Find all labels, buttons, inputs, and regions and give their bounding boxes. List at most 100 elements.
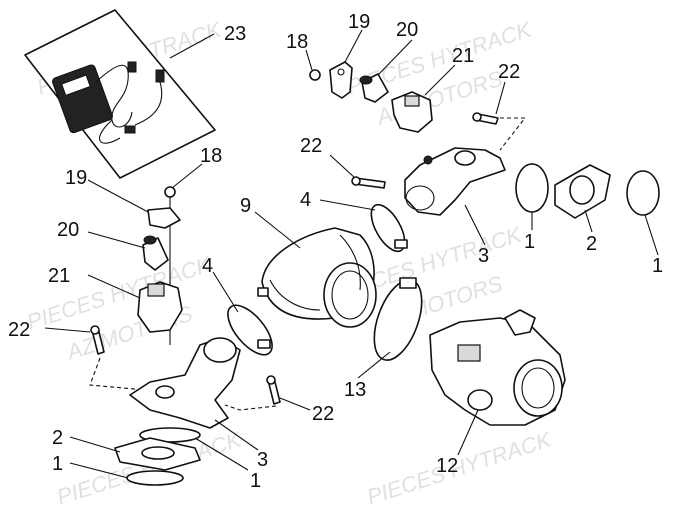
leader-line <box>44 327 91 333</box>
kit-connector <box>127 61 137 73</box>
callout-3: 3 <box>257 449 268 471</box>
callout-9: 9 <box>240 195 251 217</box>
callout-23: 23 <box>224 23 246 45</box>
leader-line <box>464 204 486 246</box>
boot-rib <box>339 234 361 291</box>
callout-21: 21 <box>48 265 70 287</box>
intake-manifold-3 <box>129 337 281 429</box>
diagnostic-module-kit <box>24 9 216 179</box>
callout-20: 20 <box>57 219 79 241</box>
callout-12: 12 <box>436 455 458 477</box>
kit-cable <box>99 119 121 144</box>
kit-cable <box>134 81 163 126</box>
callout-1: 1 <box>652 255 663 277</box>
callout-3: 3 <box>478 245 489 267</box>
leader-line <box>644 214 659 256</box>
manifold-boss <box>423 155 433 165</box>
watermark-text: PIECES HYTRACK <box>364 426 556 509</box>
boot-rib <box>269 279 321 311</box>
manifold-opening <box>203 337 237 363</box>
leader-line <box>87 274 141 299</box>
idle-valve <box>467 389 493 411</box>
leader-line <box>212 271 239 313</box>
leader-line <box>279 397 311 411</box>
leader-line <box>377 39 413 76</box>
injector-connector <box>147 283 165 297</box>
screw-18 <box>164 186 176 198</box>
callout-2: 2 <box>586 233 597 255</box>
leader-line <box>87 179 149 213</box>
leader-line <box>169 33 215 59</box>
callout-22: 22 <box>300 135 322 157</box>
leader-line <box>319 199 376 211</box>
throttle-body-12 <box>429 309 566 426</box>
hose-clamp-13 <box>373 277 423 361</box>
callout-21: 21 <box>452 45 474 67</box>
manifold-port <box>155 385 175 399</box>
upper-injector-cluster <box>309 61 527 216</box>
callout-numbers: 23 19 20 18 21 22 22 4 9 1 2 1 3 19 18 2… <box>8 11 663 492</box>
callout-4: 4 <box>300 189 311 211</box>
screw-18 <box>309 69 321 81</box>
callout-4: 4 <box>202 255 213 277</box>
clamp-screw <box>394 239 408 249</box>
callout-22: 22 <box>312 403 334 425</box>
kit-connector <box>155 69 165 83</box>
assembly-line <box>224 404 277 411</box>
injector-connector <box>404 95 420 107</box>
hose-clamp-4 <box>227 304 273 356</box>
right-seals <box>515 163 660 219</box>
callout-18: 18 <box>286 31 308 53</box>
leader-line <box>254 211 301 249</box>
assembly-line <box>89 357 146 391</box>
leader-line <box>424 64 456 96</box>
leader-line <box>69 436 121 453</box>
bolt-head <box>266 375 276 385</box>
manifold-opening <box>405 185 435 211</box>
callout-19: 19 <box>348 11 370 33</box>
boot-outlet-inner <box>331 270 369 320</box>
lower-injector-cluster <box>89 186 183 391</box>
leader-line <box>357 351 391 379</box>
o-ring-1 <box>626 170 660 216</box>
throttle-bore-inner <box>521 367 555 409</box>
cap-top <box>143 235 157 245</box>
bolt-head <box>90 325 100 335</box>
bolt-head <box>351 176 361 186</box>
clamp-screw <box>257 339 271 349</box>
leader-line <box>584 209 593 233</box>
hose-clamp-4 <box>370 203 408 253</box>
bracket-hole <box>337 68 345 76</box>
gasket-hole <box>141 446 175 460</box>
callout-2: 2 <box>52 427 63 449</box>
assembly-line <box>499 117 527 151</box>
callout-13: 13 <box>344 379 366 401</box>
leader-line <box>344 29 363 63</box>
leader-lines <box>44 29 659 479</box>
leader-line <box>214 419 259 451</box>
leader-line <box>457 409 479 456</box>
callout-1: 1 <box>524 231 535 253</box>
intake-boot-9 <box>257 227 377 328</box>
callout-1: 1 <box>52 453 63 475</box>
callout-19: 19 <box>65 167 87 189</box>
leader-line <box>495 81 506 115</box>
diagnostic-display <box>61 74 91 96</box>
bracket-19 <box>147 207 181 229</box>
cap-top <box>359 75 373 85</box>
o-ring-1 <box>126 470 184 486</box>
bolt-head <box>472 112 482 122</box>
leader-line <box>87 231 146 249</box>
kit-connector <box>124 125 136 134</box>
callout-22: 22 <box>498 61 520 83</box>
gasket-hole <box>569 175 595 205</box>
leader-line <box>305 49 313 71</box>
callout-22: 22 <box>8 319 30 341</box>
kit-frame <box>24 9 216 179</box>
o-ring-1 <box>515 163 549 213</box>
clamp-screw <box>399 277 417 289</box>
leader-line <box>329 154 356 179</box>
lower-seals <box>114 427 201 486</box>
boot-clamp-tab <box>257 287 269 297</box>
